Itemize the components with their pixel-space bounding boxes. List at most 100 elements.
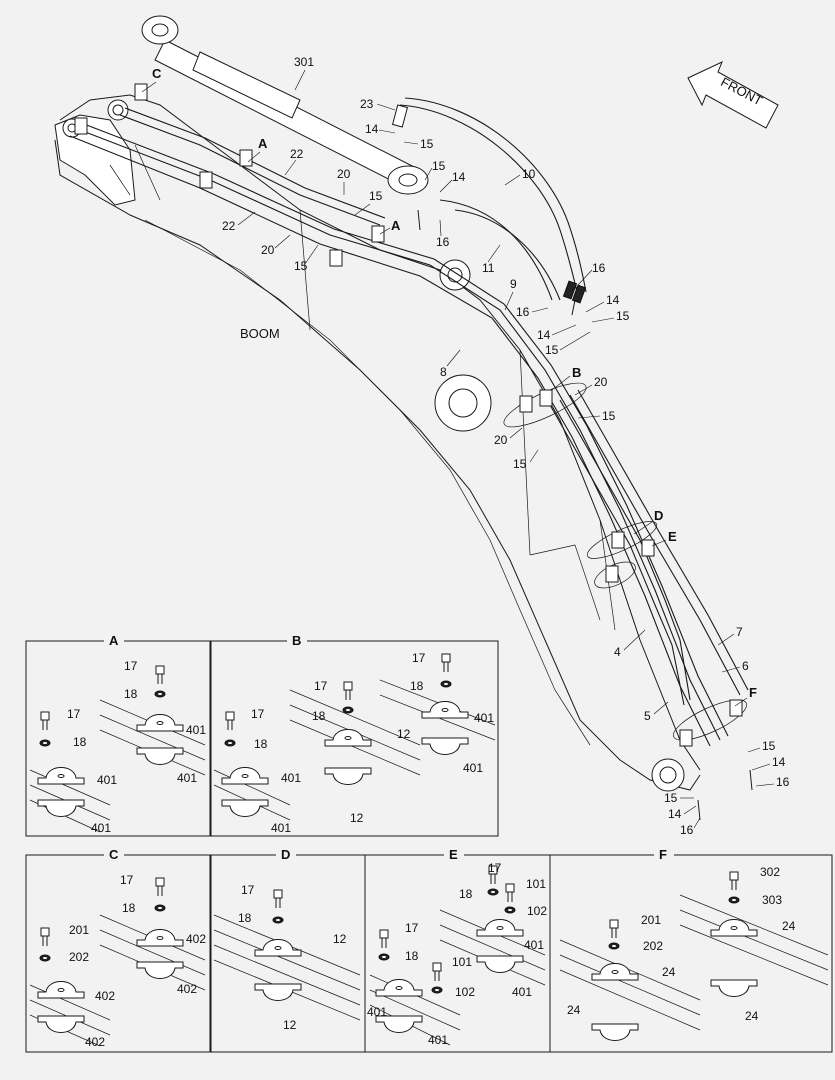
callout-301: 301 (294, 55, 314, 69)
marker-c: C (152, 66, 162, 81)
callout-15e: 15 (616, 309, 630, 323)
callout-14f: 14 (668, 807, 682, 821)
callout-6: 6 (742, 659, 749, 673)
marker-b: B (572, 365, 581, 380)
detail-b-title: B (292, 633, 301, 648)
detail-c-label-4: 201 (69, 923, 89, 937)
callout-16e: 16 (680, 823, 694, 837)
detail-b-label-9: 18 (410, 679, 424, 693)
detail-a-label-4: 17 (67, 707, 81, 721)
detail-e-label-1: 18 (405, 949, 419, 963)
detail-c-label-0: 17 (120, 873, 134, 887)
detail-b-label-11: 401 (463, 761, 483, 775)
detail-a-label-5: 18 (73, 735, 87, 749)
detail-f-label-2: 24 (782, 919, 796, 933)
pipe-lines (69, 83, 753, 821)
detail-a-title: A (109, 633, 119, 648)
detail-f-label-5: 202 (643, 939, 663, 953)
detail-f-title: F (659, 847, 667, 862)
detail-c-label-6: 402 (95, 989, 115, 1003)
detail-c-label-3: 402 (177, 982, 197, 996)
detail-e-label-5: 17 (488, 861, 502, 875)
main-callouts: BOOM 301 23 14 15 15 14 10 22 20 15 22 2… (141, 55, 790, 837)
detail-c-label-2: 402 (186, 932, 206, 946)
callout-16b: 16 (592, 261, 606, 275)
front-arrow: FRONT (687, 61, 779, 129)
detail-e-label-4: 401 (367, 1005, 387, 1019)
detail-b: B 17 18 401 401 17 18 12 12 17 18 401 40… (209, 633, 499, 837)
detail-d-label-0: 17 (241, 883, 255, 897)
callout-5: 5 (644, 709, 651, 723)
marker-a1: A (258, 136, 268, 151)
detail-a-label-2: 401 (186, 723, 206, 737)
callout-10: 10 (522, 167, 536, 181)
detail-c-label-1: 18 (122, 901, 136, 915)
detail-f: F 302 303 24 24 201 202 24 24 (549, 847, 833, 1053)
callout-14e: 14 (772, 755, 786, 769)
marker-f: F (749, 685, 757, 700)
detail-f-label-3: 24 (745, 1009, 759, 1023)
callout-16a: 16 (436, 235, 450, 249)
detail-f-label-1: 303 (762, 893, 782, 907)
detail-b-label-0: 17 (251, 707, 265, 721)
detail-e-label-0: 17 (405, 921, 419, 935)
callout-14d: 14 (537, 328, 551, 342)
detail-d-label-2: 12 (333, 932, 347, 946)
marker-a2: A (391, 218, 401, 233)
detail-d: D 17 18 12 12 (209, 847, 366, 1053)
callout-15h: 15 (513, 457, 527, 471)
callout-11: 11 (482, 261, 495, 275)
callout-4: 4 (614, 645, 621, 659)
boom-structure (54, 15, 701, 792)
callout-14a: 14 (365, 122, 379, 136)
detail-b-label-3: 401 (271, 821, 291, 835)
detail-a-label-0: 17 (124, 659, 138, 673)
detail-e-label-7: 101 (526, 877, 546, 891)
callout-20b: 20 (261, 243, 275, 257)
callout-15f: 15 (545, 343, 559, 357)
detail-c: C 17 18 402 402 201 202 402 402 (25, 847, 212, 1053)
marker-e: E (668, 529, 677, 544)
callout-22a: 22 (290, 147, 304, 161)
detail-e-label-10: 401 (428, 1033, 448, 1047)
callout-9: 9 (510, 277, 517, 291)
detail-b-label-10: 401 (474, 711, 494, 725)
detail-b-label-5: 18 (312, 709, 326, 723)
detail-a-label-6: 401 (97, 773, 117, 787)
detail-f-label-6: 24 (662, 965, 676, 979)
detail-a-label-7: 401 (91, 821, 111, 835)
detail-f-label-4: 201 (641, 913, 661, 927)
callout-15i: 15 (762, 739, 776, 753)
callout-20d: 20 (494, 433, 508, 447)
detail-f-label-0: 302 (760, 865, 780, 879)
callout-15a: 15 (420, 137, 434, 151)
detail-b-label-6: 12 (397, 727, 411, 741)
detail-f-label-7: 24 (567, 1003, 581, 1017)
detail-c-title: C (109, 847, 119, 862)
callout-20a: 20 (337, 167, 351, 181)
callout-7: 7 (736, 625, 743, 639)
detail-e: E 17 18 101 102 401 17 18 101 102 401 40… (364, 847, 551, 1053)
detail-b-label-7: 12 (350, 811, 364, 825)
callout-15j: 15 (664, 791, 678, 805)
detail-a-label-1: 18 (124, 687, 138, 701)
detail-e-label-11: 401 (512, 985, 532, 999)
callout-16d: 16 (776, 775, 790, 789)
callout-14b: 14 (452, 170, 466, 184)
callout-15d: 15 (294, 259, 308, 273)
detail-e-title: E (449, 847, 458, 862)
detail-d-title: D (281, 847, 290, 862)
detail-e-label-3: 102 (455, 985, 475, 999)
detail-d-label-1: 18 (238, 911, 252, 925)
arm-cylinder (141, 15, 429, 195)
callout-20c: 20 (594, 375, 608, 389)
detail-b-label-8: 17 (412, 651, 426, 665)
callout-15c: 15 (369, 189, 383, 203)
detail-b-label-4: 17 (314, 679, 328, 693)
marker-d: D (654, 508, 663, 523)
detail-c-label-5: 202 (69, 950, 89, 964)
callout-22b: 22 (222, 219, 236, 233)
detail-b-label-1: 18 (254, 737, 268, 751)
detail-a: A 17 18 401 401 17 18 401 401 (25, 633, 212, 837)
